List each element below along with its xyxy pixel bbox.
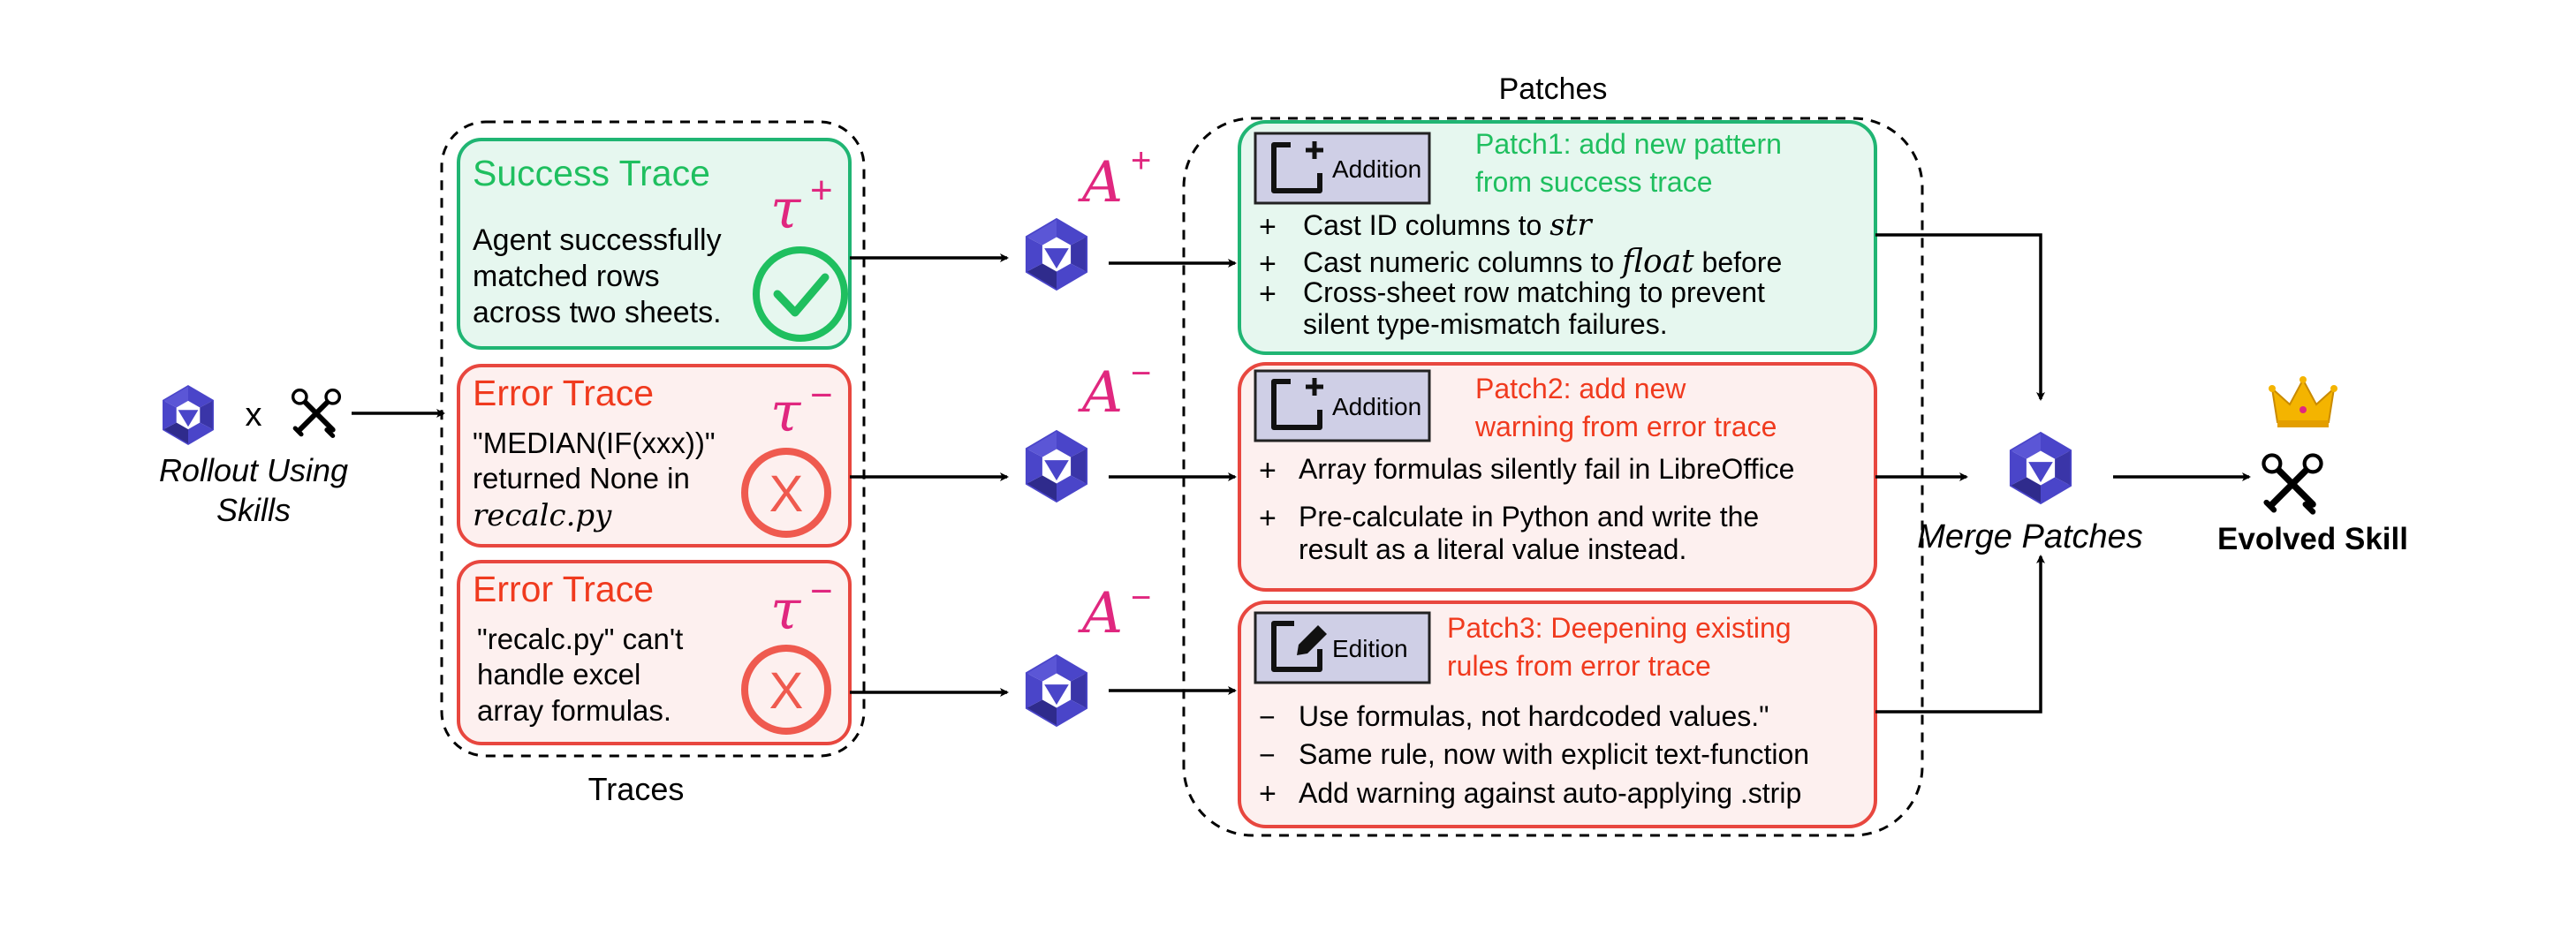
error2-tau-sign: −: [810, 570, 833, 613]
agent-3-symbol: A: [1078, 581, 1123, 646]
crown-icon: [2269, 376, 2337, 427]
rollout-label-line2: Skills: [216, 492, 291, 528]
agent-2-logo-icon: [1025, 430, 1088, 502]
agent-3: A −: [1025, 578, 1151, 727]
patch-3-item-3-sign: +: [1259, 777, 1277, 811]
agent-1-sign: +: [1131, 141, 1151, 180]
error-x-circle-icon: X: [741, 645, 831, 735]
patch-3-item-2-sign: −: [1259, 739, 1276, 771]
success-trace-card: Success Trace τ + Agent successfully mat…: [457, 138, 852, 350]
agent-3-logo-icon: [1025, 654, 1088, 727]
success-line-3: across two sheets.: [473, 296, 722, 329]
patch-3-tag-label: Edition: [1332, 635, 1408, 662]
success-line-2: matched rows: [473, 260, 660, 293]
success-line-1: Agent successfully: [473, 223, 722, 257]
agent-1-symbol: A: [1078, 150, 1123, 215]
patch-3-item-2: Same rule, now with explicit text-functi…: [1299, 738, 1809, 770]
arrow-patch3-to-merge: [1875, 555, 2045, 714]
patch-3-item-3: Add warning against auto-applying .strip: [1299, 777, 1801, 809]
edit-square-icon: [1271, 621, 1327, 672]
check-circle-icon: [753, 246, 848, 342]
patches-label: Patches: [1499, 72, 1608, 106]
patch-1-item-3-sign: +: [1259, 277, 1277, 311]
patch-3-item-1: Use formulas, not hardcoded values.": [1299, 700, 1769, 732]
agent-1: A +: [1025, 141, 1151, 291]
error1-code: recalc.py: [473, 498, 612, 533]
patch-2-tag-label: Addition: [1332, 393, 1421, 420]
patch-1-card: Addition Patch1: add new pattern from su…: [1238, 120, 1877, 355]
error-trace-1-card: Error Trace τ − "MEDIAN(IF(xxx))" return…: [457, 364, 852, 548]
error2-line-3: array formulas.: [477, 694, 671, 727]
merge-label: Merge Patches: [1917, 518, 2143, 555]
traces-label: Traces: [588, 771, 685, 807]
agent-2-sign: −: [1131, 354, 1151, 393]
patch-1-item-3: Cross-sheet row matching to prevent: [1303, 276, 1765, 308]
agent-2-symbol: A: [1078, 360, 1123, 426]
error1-tau-sign: −: [810, 374, 833, 417]
agent-3-sign: −: [1131, 578, 1151, 617]
patch-2-title-line2: warning from error trace: [1474, 411, 1777, 442]
error-trace-2-card: Error Trace τ − "recalc.py" can't handle…: [457, 560, 852, 745]
error2-line-1: "recalc.py" can't: [477, 623, 683, 655]
rollout-times: x: [246, 397, 262, 434]
patch-1-item-4: silent type-mismatch failures.: [1303, 308, 1668, 340]
patch-2-item-3: result as a literal value instead.: [1299, 533, 1686, 565]
error-trace-2-box: [457, 560, 852, 745]
error1-tau-symbol: τ: [770, 380, 802, 444]
agent-2: A −: [1025, 354, 1151, 502]
evolved-tools-icon: [2263, 455, 2321, 511]
error1-line-2: returned None in: [473, 462, 690, 495]
patch-1-item-1-sign: +: [1259, 210, 1277, 244]
traces-dashed-group: [440, 120, 866, 758]
evolved-skill-label: Evolved Skill: [2217, 522, 2408, 556]
patch-1-item-1: Cast ID columns to str: [1303, 208, 1593, 243]
rollout-group: x Rollout Using Skills: [159, 385, 348, 528]
error1-line-1: "MEDIAN(IF(xxx))": [473, 427, 716, 459]
add-square-icon: [1271, 378, 1323, 430]
error-x-circle-icon: X: [741, 448, 831, 538]
patch-2-item-2: Pre-calculate in Python and write the: [1299, 501, 1759, 532]
patch-1-title-line1: Patch1: add new pattern: [1475, 128, 1782, 160]
error2-line-2: handle excel: [477, 658, 640, 691]
agent-1-logo-icon: [1025, 218, 1088, 291]
rollout-label-line1: Rollout Using: [159, 452, 348, 488]
error-trace-1-box: [457, 364, 852, 548]
patch-1-item-2-sign: +: [1259, 247, 1277, 281]
patch-2-item-2-sign: +: [1259, 502, 1277, 535]
error1-x-mark: X: [769, 465, 804, 523]
patch-1-title-line2: from success trace: [1475, 166, 1713, 198]
patch-3-card: Edition Patch3: Deepening existing rules…: [1238, 600, 1877, 828]
error2-x-mark: X: [769, 662, 804, 720]
evolved-skill-node: Evolved Skill: [2217, 376, 2408, 556]
patch-1-tag-label: Addition: [1332, 155, 1421, 183]
add-square-icon: [1271, 141, 1323, 193]
success-trace-box: [457, 138, 852, 350]
patch-2-item-1: Array formulas silently fail in LibreOff…: [1299, 453, 1794, 485]
skill-tools-icon: [293, 390, 340, 436]
success-tau-symbol: τ: [770, 177, 802, 241]
patch-2-title-line1: Patch2: add new: [1475, 373, 1686, 404]
arrow-patch1-to-merge: [1875, 233, 2045, 401]
error-trace-2-title: Error Trace: [473, 569, 654, 609]
patch-1-item-2: Cast numeric columns to float before: [1303, 244, 1782, 280]
merge-logo-icon: [2009, 432, 2072, 504]
error-trace-1-title: Error Trace: [473, 373, 654, 413]
model-logo-icon: [163, 385, 214, 445]
patch-3-item-1-sign: −: [1259, 701, 1276, 733]
merge-node: Merge Patches: [1917, 432, 2143, 555]
patch-2-card: Addition Patch2: add new warning from er…: [1238, 362, 1877, 592]
success-trace-title: Success Trace: [473, 153, 710, 193]
patch-2-item-1-sign: +: [1259, 454, 1277, 487]
error2-tau-symbol: τ: [770, 578, 802, 642]
success-tau-sign: +: [810, 169, 833, 212]
patch-3-title-line2: rules from error trace: [1447, 650, 1711, 682]
patch-3-title-line1: Patch3: Deepening existing: [1447, 612, 1792, 644]
